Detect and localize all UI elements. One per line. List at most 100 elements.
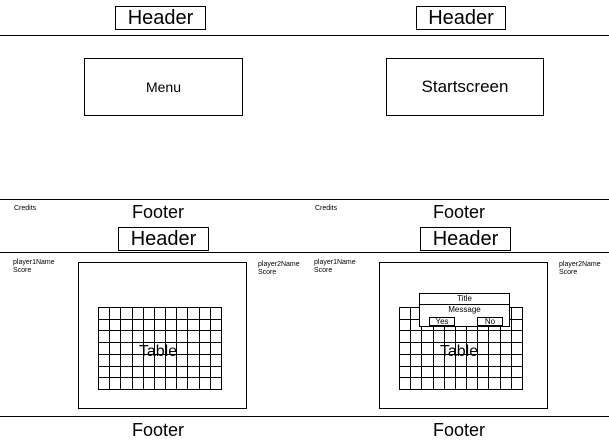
- table-cell[interactable]: [411, 354, 423, 367]
- table-cell[interactable]: [143, 331, 155, 344]
- credits-link[interactable]: Credits: [14, 205, 37, 212]
- table-cell[interactable]: [110, 354, 122, 367]
- table-cell[interactable]: [132, 366, 144, 379]
- table-cell[interactable]: [422, 366, 434, 379]
- table-cell[interactable]: [110, 319, 122, 332]
- table-cell[interactable]: [166, 378, 178, 390]
- table-cell[interactable]: [199, 331, 211, 344]
- table-cell[interactable]: [154, 354, 167, 367]
- table-cell[interactable]: [400, 331, 412, 344]
- table-cell[interactable]: [166, 354, 178, 367]
- table-cell[interactable]: [433, 378, 445, 390]
- table-cell[interactable]: [177, 308, 189, 320]
- table-cell[interactable]: [455, 366, 468, 379]
- table-cell[interactable]: [489, 354, 501, 367]
- table-cell[interactable]: [400, 319, 412, 332]
- table-cell[interactable]: [511, 308, 523, 320]
- table-cell[interactable]: [121, 378, 133, 390]
- table-cell[interactable]: [411, 331, 423, 344]
- table-cell[interactable]: [210, 378, 222, 390]
- table-cell[interactable]: [511, 331, 523, 344]
- table-cell[interactable]: [444, 366, 456, 379]
- startscreen-box[interactable]: Startscreen: [386, 58, 544, 116]
- table-cell[interactable]: [110, 378, 122, 390]
- table-cell[interactable]: [188, 366, 200, 379]
- table-cell[interactable]: [444, 331, 456, 344]
- table-cell[interactable]: [411, 366, 423, 379]
- table-cell[interactable]: [467, 366, 479, 379]
- table-cell[interactable]: [154, 319, 167, 332]
- table-cell[interactable]: [177, 319, 189, 332]
- table-cell[interactable]: [210, 354, 222, 367]
- table-cell[interactable]: [110, 366, 122, 379]
- table-cell[interactable]: [143, 366, 155, 379]
- table-cell[interactable]: [154, 366, 167, 379]
- table-cell[interactable]: [188, 319, 200, 332]
- table-cell[interactable]: [478, 343, 490, 355]
- table-cell[interactable]: [199, 343, 211, 355]
- table-cell[interactable]: [444, 343, 456, 355]
- table-cell[interactable]: [500, 366, 512, 379]
- table-cell[interactable]: [166, 308, 178, 320]
- table-cell[interactable]: [166, 343, 178, 355]
- table-cell[interactable]: [199, 354, 211, 367]
- table-cell[interactable]: [455, 378, 468, 390]
- table-cell[interactable]: [177, 343, 189, 355]
- table-cell[interactable]: [400, 378, 412, 390]
- table-cell[interactable]: [411, 343, 423, 355]
- table-cell[interactable]: [400, 366, 412, 379]
- table-cell[interactable]: [166, 366, 178, 379]
- table-cell[interactable]: [422, 331, 434, 344]
- table-cell[interactable]: [154, 343, 167, 355]
- table-cell[interactable]: [143, 308, 155, 320]
- table-cell[interactable]: [143, 378, 155, 390]
- table-cell[interactable]: [177, 366, 189, 379]
- table-cell[interactable]: [110, 343, 122, 355]
- table-cell[interactable]: [444, 354, 456, 367]
- no-button[interactable]: No: [477, 317, 503, 326]
- table-cell[interactable]: [422, 378, 434, 390]
- table-cell[interactable]: [433, 331, 445, 344]
- table-cell[interactable]: [121, 366, 133, 379]
- table-cell[interactable]: [177, 378, 189, 390]
- table-cell[interactable]: [154, 331, 167, 344]
- table-cell[interactable]: [400, 343, 412, 355]
- table-cell[interactable]: [489, 366, 501, 379]
- table-cell[interactable]: [99, 319, 111, 332]
- table-cell[interactable]: [500, 354, 512, 367]
- table-cell[interactable]: [433, 354, 445, 367]
- table-cell[interactable]: [210, 319, 222, 332]
- table-cell[interactable]: [500, 331, 512, 344]
- table-cell[interactable]: [99, 366, 111, 379]
- table-cell[interactable]: [143, 319, 155, 332]
- table-cell[interactable]: [132, 331, 144, 344]
- table-cell[interactable]: [188, 308, 200, 320]
- table-cell[interactable]: [400, 354, 412, 367]
- table-cell[interactable]: [166, 319, 178, 332]
- table-cell[interactable]: [99, 378, 111, 390]
- table-cell[interactable]: [188, 354, 200, 367]
- table-cell[interactable]: [210, 308, 222, 320]
- table-cell[interactable]: [99, 308, 111, 320]
- table-cell[interactable]: [132, 319, 144, 332]
- table-cell[interactable]: [467, 331, 479, 344]
- credits-link[interactable]: Credits: [315, 205, 338, 212]
- table-cell[interactable]: [433, 366, 445, 379]
- table-cell[interactable]: [478, 354, 490, 367]
- table-cell[interactable]: [455, 354, 468, 367]
- table-cell[interactable]: [99, 331, 111, 344]
- table-cell[interactable]: [478, 331, 490, 344]
- table-cell[interactable]: [166, 331, 178, 344]
- table-cell[interactable]: [143, 354, 155, 367]
- table-cell[interactable]: [132, 378, 144, 390]
- table-cell[interactable]: [467, 354, 479, 367]
- table-cell[interactable]: [177, 354, 189, 367]
- table-cell[interactable]: [210, 366, 222, 379]
- table-cell[interactable]: [154, 378, 167, 390]
- table-cell[interactable]: [121, 319, 133, 332]
- table-cell[interactable]: [511, 366, 523, 379]
- table-cell[interactable]: [467, 378, 479, 390]
- table-cell[interactable]: [210, 331, 222, 344]
- game-table-grid[interactable]: [98, 307, 222, 390]
- table-cell[interactable]: [121, 354, 133, 367]
